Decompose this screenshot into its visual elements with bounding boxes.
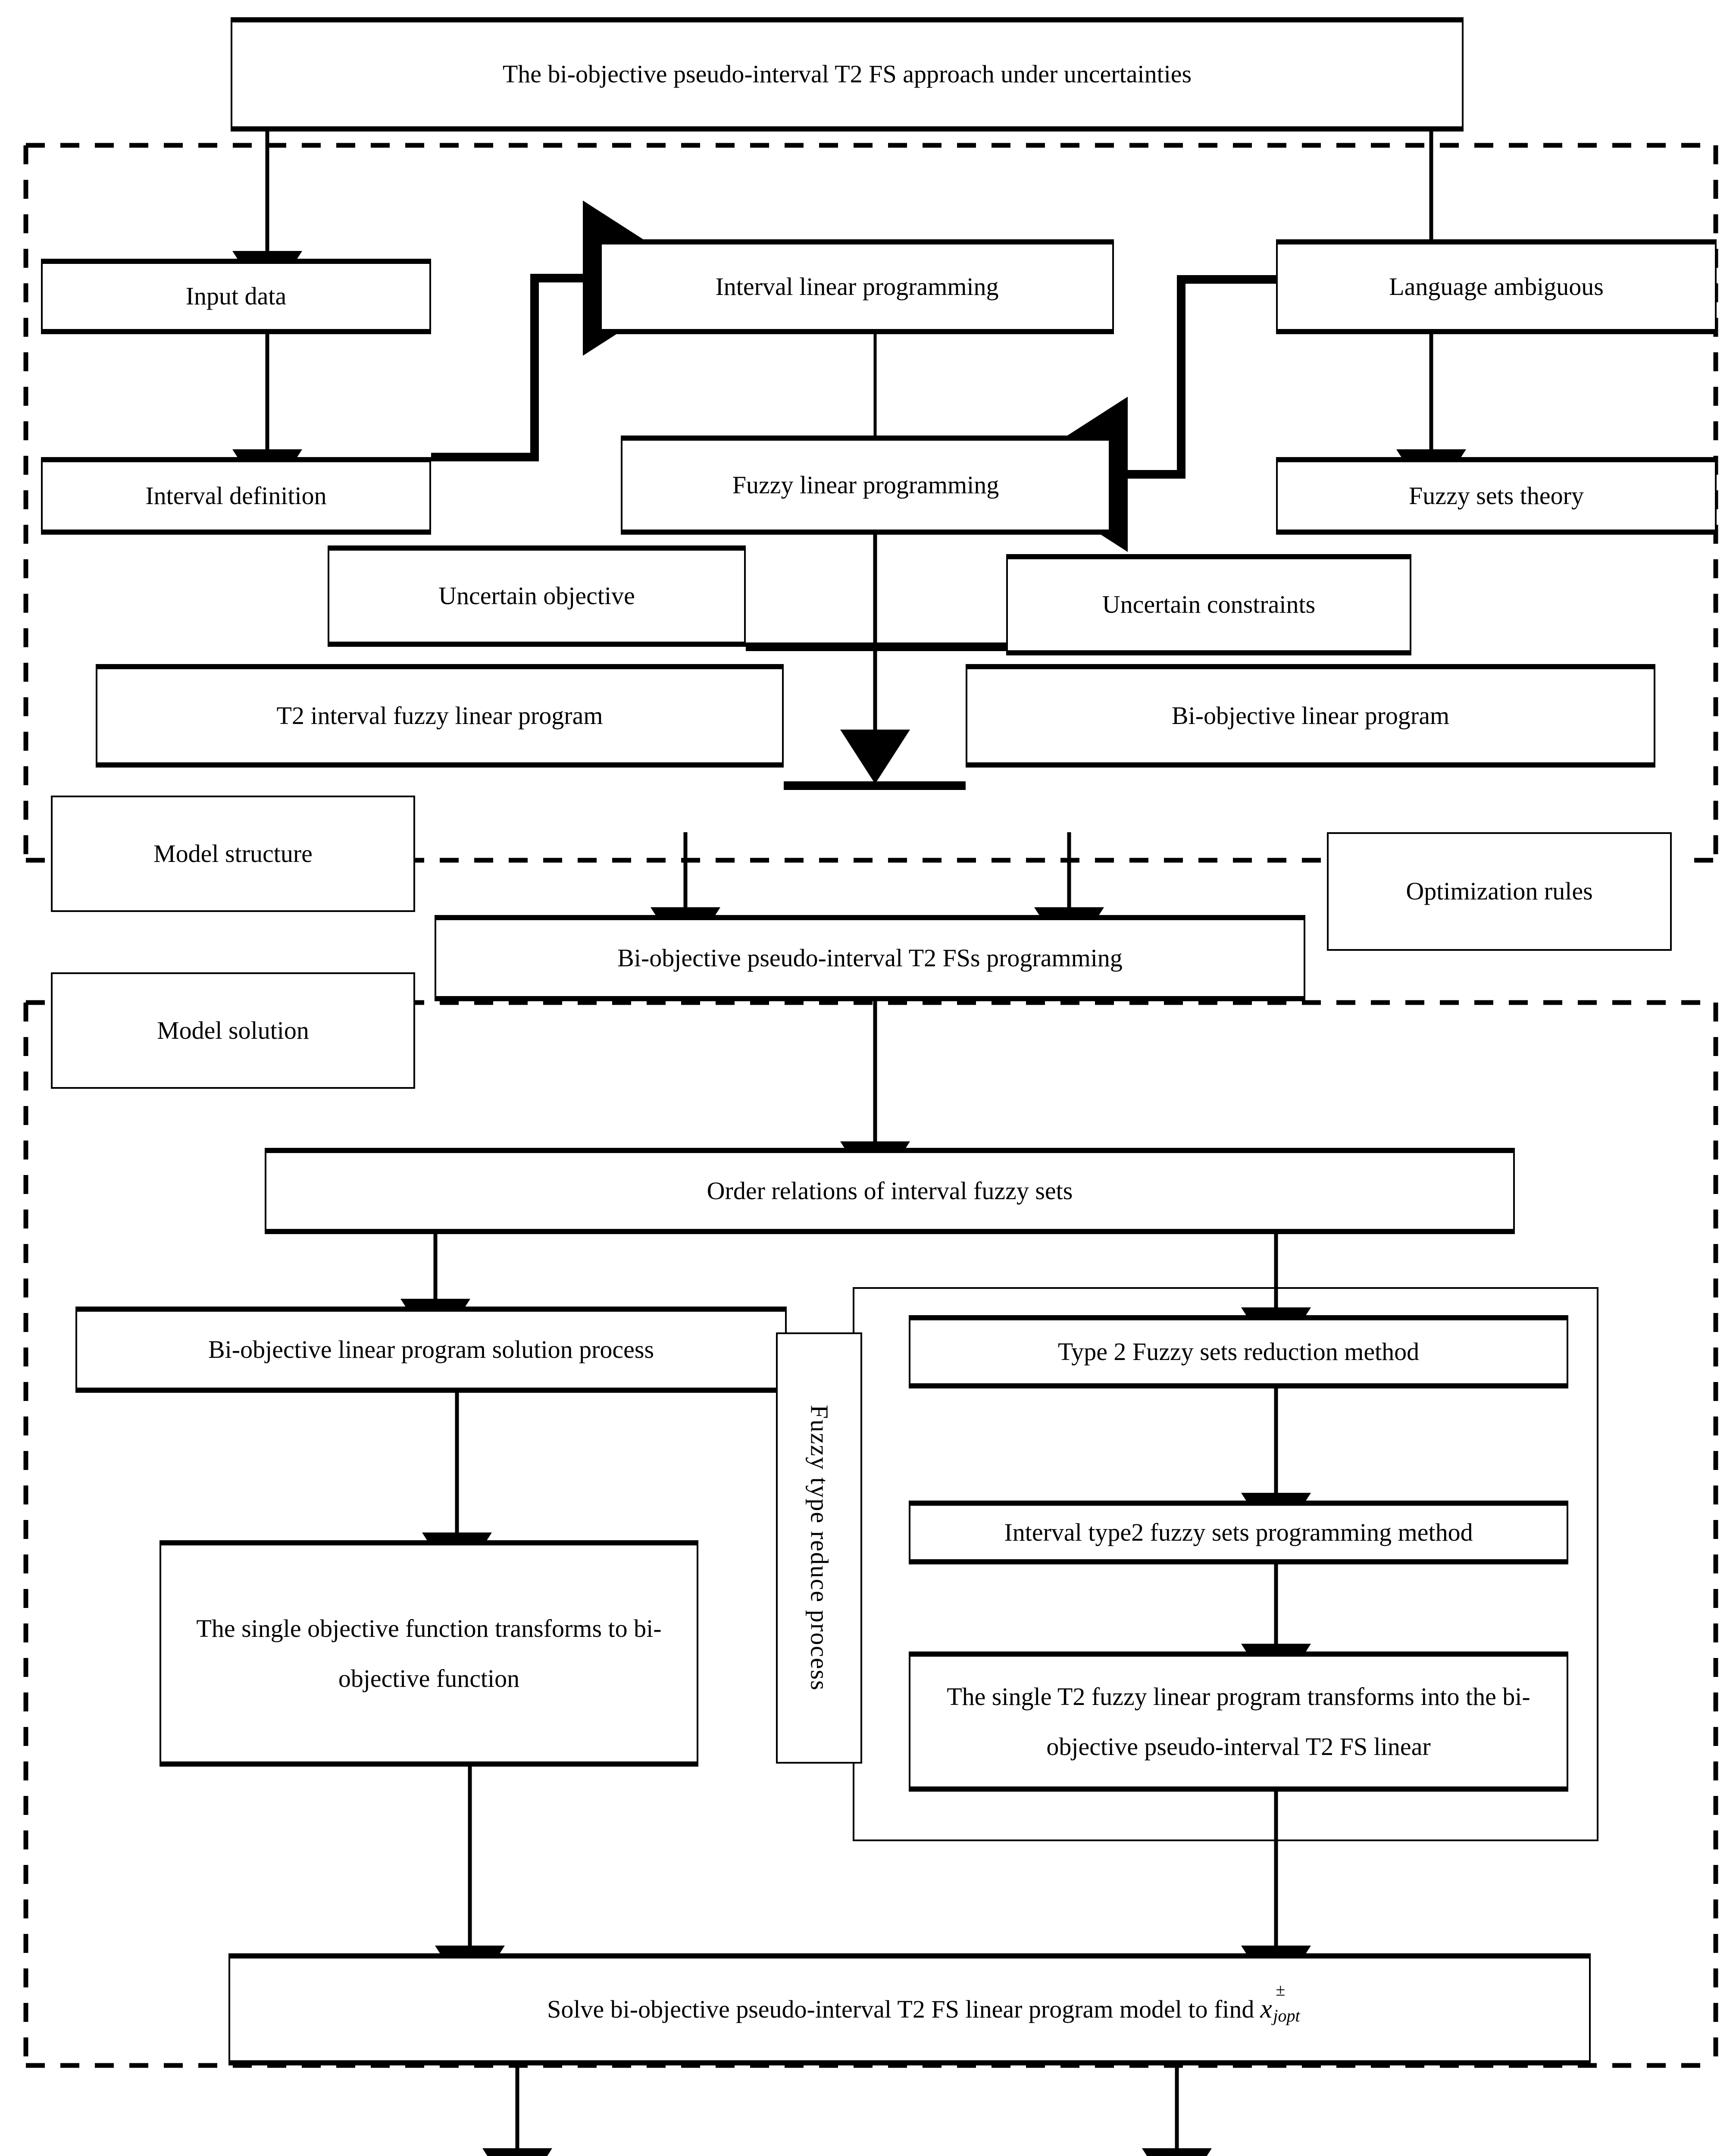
node-uncertain-objective[interactable]: Uncertain objective <box>328 545 746 647</box>
node-model-solution[interactable]: Model solution <box>51 972 415 1089</box>
node-bi-objective-linear-program[interactable]: Bi-objective linear program <box>966 664 1655 768</box>
node-optimization-rules[interactable]: Optimization rules <box>1327 832 1672 951</box>
node-interval-definition[interactable]: Interval definition <box>41 457 431 535</box>
node-single-objective-transforms[interactable]: The single objective function transforms… <box>160 1540 698 1767</box>
node-interval-type2-programming-method[interactable]: Interval type2 fuzzy sets programming me… <box>909 1501 1568 1564</box>
variable-subscript: jopt <box>1273 2006 1300 2026</box>
node-type2-fuzzy-sets-reduction-method[interactable]: Type 2 Fuzzy sets reduction method <box>909 1315 1568 1388</box>
node-uncertain-constraints[interactable]: Uncertain constraints <box>1006 554 1411 655</box>
connector-language-to-flp <box>1007 275 1276 552</box>
node-language-ambiguous[interactable]: Language ambiguous <box>1276 239 1717 334</box>
node-fuzzy-sets-theory[interactable]: Fuzzy sets theory <box>1276 457 1717 535</box>
solve-model-text: Solve bi-objective pseudo-interval T2 FS… <box>547 1995 1254 2023</box>
node-order-relations[interactable]: Order relations of interval fuzzy sets <box>265 1148 1515 1234</box>
node-fuzzy-linear-programming[interactable]: Fuzzy linear programming <box>621 436 1110 535</box>
node-fuzzy-type-reduce-process[interactable]: Fuzzy type reduce process <box>776 1332 862 1764</box>
node-t2-interval-fuzzy-linear-program[interactable]: T2 interval fuzzy linear program <box>96 664 784 768</box>
node-bi-objective-pseudo-interval-t2-fss-programming[interactable]: Bi-objective pseudo-interval T2 FSs prog… <box>435 915 1305 1001</box>
node-interval-linear-programming[interactable]: Interval linear programming <box>600 239 1114 334</box>
solve-model-variable: x ± jopt <box>1260 1980 1300 2032</box>
node-model-structure[interactable]: Model structure <box>51 796 415 912</box>
node-single-t2-transforms[interactable]: The single T2 fuzzy linear program trans… <box>909 1651 1568 1792</box>
connector-interval-definition-to-ilp <box>431 201 704 461</box>
node-input-data[interactable]: Input data <box>41 259 431 334</box>
node-bi-objective-solution-process[interactable]: Bi-objective linear program solution pro… <box>75 1307 787 1393</box>
variable-superscript: ± <box>1276 1980 1286 2000</box>
node-solve-model[interactable]: Solve bi-objective pseudo-interval T2 FS… <box>228 1953 1591 2065</box>
variable-base: x <box>1260 1994 1272 2024</box>
title-box: The bi-objective pseudo-interval T2 FS a… <box>231 17 1464 132</box>
